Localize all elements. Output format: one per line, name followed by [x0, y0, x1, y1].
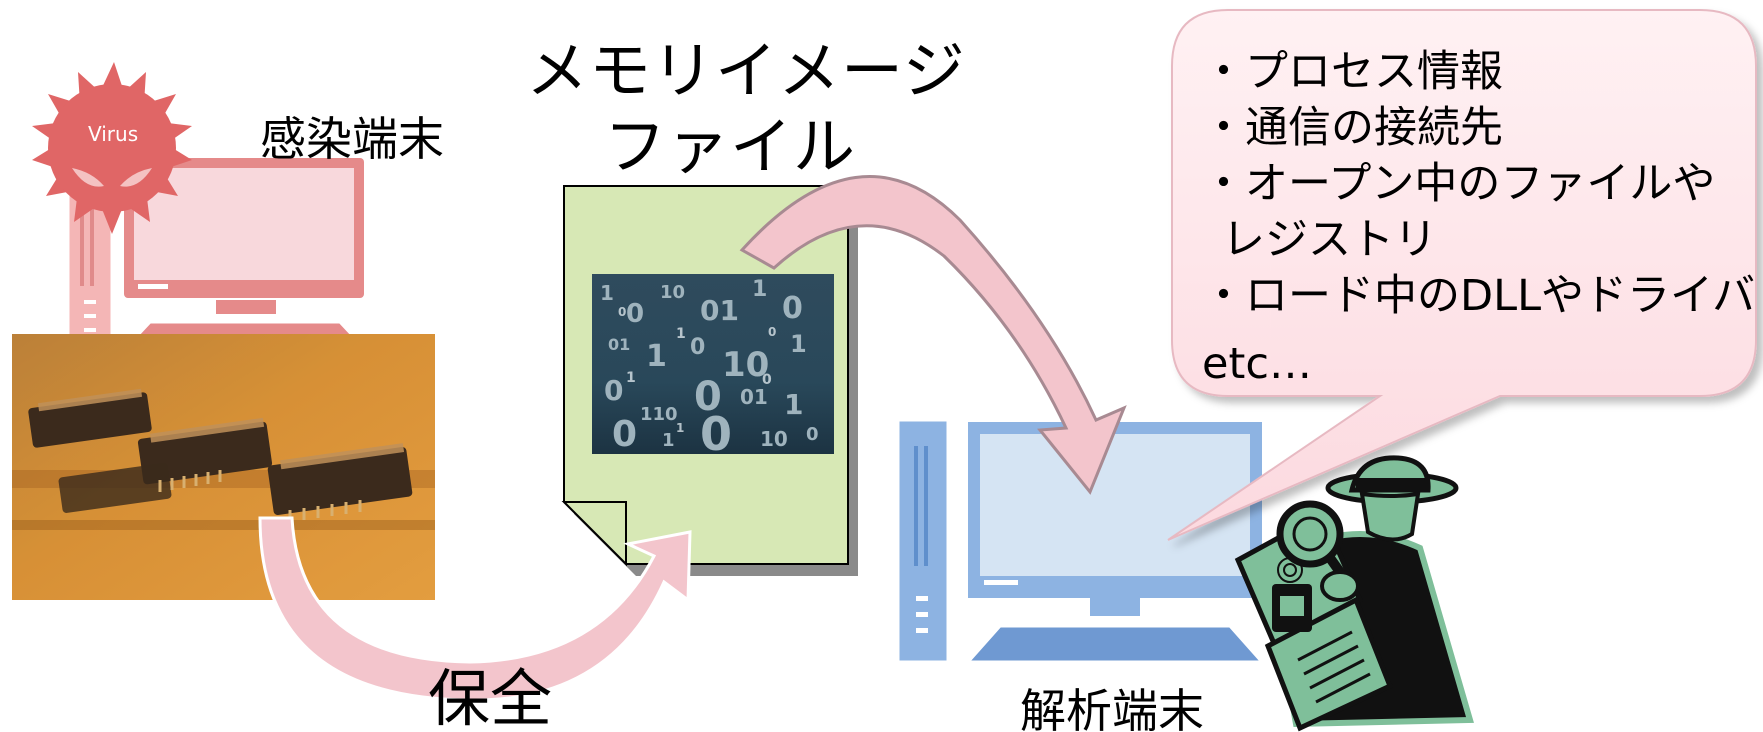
svg-text:0: 0	[762, 372, 772, 388]
svg-text:1: 1	[662, 430, 675, 451]
svg-text:0: 0	[806, 424, 819, 445]
bubble-item-list: ・プロセス情報 ・通信の接続先 ・オープン中のファイルや レジストリ ・ロード中…	[1202, 44, 1755, 324]
svg-text:10: 10	[722, 345, 769, 385]
svg-text:110: 110	[640, 404, 678, 425]
svg-text:1: 1	[790, 330, 807, 358]
bubble-item-process-info: ・プロセス情報	[1202, 47, 1503, 97]
svg-text:10: 10	[760, 427, 788, 451]
infected-terminal-label: 感染端末	[260, 112, 444, 166]
svg-text:01: 01	[608, 335, 630, 354]
bubble-item-registry: レジストリ	[1222, 215, 1437, 265]
curved-arrow-icon	[739, 175, 1127, 495]
svg-text:0: 0	[618, 305, 626, 319]
preserve-label: 保全	[428, 662, 553, 732]
virus-icon	[32, 62, 192, 234]
memory-image-title-line2: ファイル	[604, 110, 857, 183]
detective-with-magnifier-icon	[1234, 455, 1474, 732]
curved-arrow-icon	[258, 516, 692, 702]
svg-text:0: 0	[782, 291, 803, 326]
svg-text:0: 0	[694, 374, 722, 420]
bubble-item-loaded-dll: ・ロード中のDLLやドライバ	[1202, 271, 1756, 321]
binary-data-image: 1 0 10 01 1 0 01 1 0 10 1 0 110 0 01 1 0…	[592, 274, 834, 461]
svg-text:0: 0	[690, 335, 705, 360]
svg-text:0: 0	[612, 414, 637, 455]
bubble-etc-text: etc…	[1202, 339, 1312, 389]
svg-text:1: 1	[646, 339, 667, 374]
virus-label: Virus	[88, 122, 139, 146]
svg-text:0: 0	[626, 299, 644, 329]
svg-text:1: 1	[676, 421, 684, 435]
bubble-item-connections: ・通信の接続先	[1202, 103, 1503, 153]
svg-text:1: 1	[676, 326, 686, 342]
svg-text:0: 0	[768, 325, 776, 339]
bubble-item-open-files: ・オープン中のファイルや	[1202, 159, 1716, 209]
svg-text:0: 0	[700, 407, 732, 461]
svg-text:1: 1	[626, 370, 636, 386]
svg-text:1: 1	[600, 281, 614, 305]
svg-text:0: 0	[604, 374, 623, 407]
memory-chip-photo	[12, 334, 435, 600]
svg-text:10: 10	[660, 282, 685, 303]
svg-text:1: 1	[752, 277, 767, 302]
svg-text:01: 01	[740, 385, 768, 409]
svg-text:01: 01	[700, 294, 739, 327]
memory-image-title-line1: メモリイメージ	[526, 34, 966, 107]
analysis-terminal-label: 解析端末	[1020, 684, 1204, 732]
speech-bubble	[1167, 9, 1757, 541]
svg-text:1: 1	[784, 388, 803, 421]
